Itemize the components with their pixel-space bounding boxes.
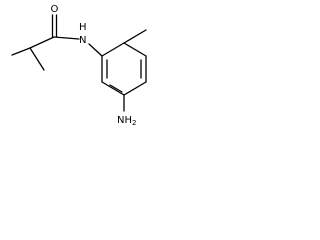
- ring-bond-c2-c3: [123, 42, 147, 57]
- amine-group-label: NH2: [117, 115, 136, 127]
- amide-nitrogen-symbol: N: [79, 35, 86, 46]
- oxygen-atom-label: O: [51, 4, 59, 15]
- bond-methine-carbonyl: [29, 36, 55, 49]
- ring-bond-c4-c5: [123, 81, 147, 96]
- amide-hydrogen-label: H: [79, 22, 87, 33]
- bond-ring-methyl: [123, 29, 147, 44]
- chemical-structure: O N H NH2: [11, 4, 147, 127]
- amide-nitrogen-label: N: [79, 35, 86, 46]
- amine-hydrogen-symbol: H: [124, 115, 132, 126]
- bond-methyl-left: [11, 47, 31, 56]
- bond-methine-methyl-down: [29, 47, 45, 71]
- amine-nitrogen-symbol: N: [117, 115, 124, 126]
- ring-bond-c5-c6: [101, 81, 125, 96]
- bond-nitrogen-ring: [88, 43, 103, 57]
- ring-inner-double-bottom: [109, 84, 123, 93]
- amine-hydrogen-count: 2: [132, 119, 136, 127]
- bond-carbonyl-nitrogen: [53, 36, 80, 40]
- ring-bond-c1-c2: [101, 42, 125, 57]
